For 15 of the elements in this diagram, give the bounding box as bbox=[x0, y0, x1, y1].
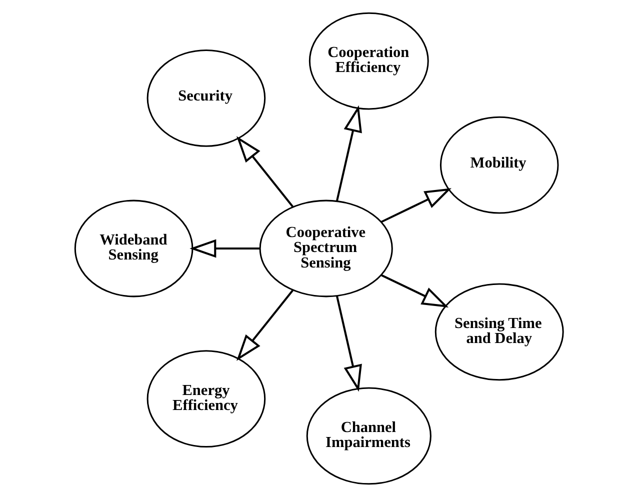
node-ellipse: Wideband Sensing bbox=[74, 199, 193, 297]
node-ellipse: Security bbox=[146, 48, 266, 146]
node-ellipse: Sensing Time and Delay bbox=[434, 282, 564, 380]
node-ellipse: Cooperative Spectrum Sensing bbox=[258, 199, 392, 297]
arrow bbox=[380, 188, 451, 222]
arrow bbox=[189, 238, 260, 258]
arrow bbox=[236, 136, 293, 207]
arrow bbox=[335, 295, 362, 392]
node-ellipse: Channel Impairments bbox=[306, 386, 431, 484]
node-ellipse: Mobility bbox=[439, 116, 558, 214]
node-ellipse: Energy Efficiency bbox=[146, 350, 266, 448]
node-ellipse: Cooperation Efficiency bbox=[308, 12, 428, 110]
arrow bbox=[380, 274, 448, 307]
arrow bbox=[236, 289, 293, 360]
arrow bbox=[335, 104, 362, 201]
